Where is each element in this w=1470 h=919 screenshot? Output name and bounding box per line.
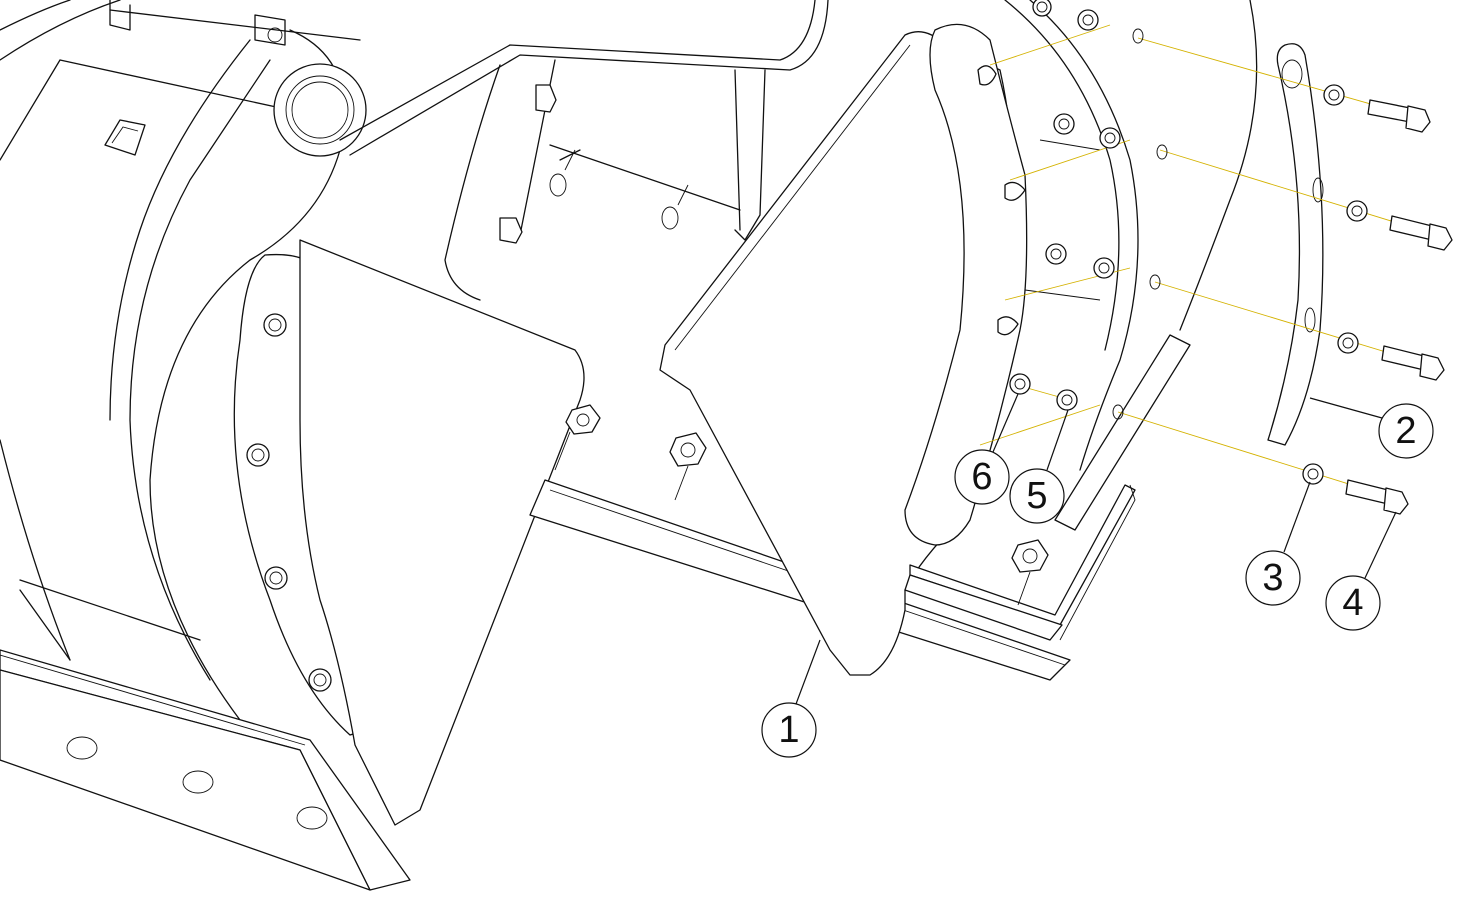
washer-item-5 (1056, 389, 1078, 411)
callout-5: 5 (1009, 468, 1065, 524)
callout-label: 1 (778, 709, 799, 751)
assembly-guide-lines (979, 24, 1441, 501)
callout-1: 1 (761, 702, 817, 758)
hex-nut (1011, 539, 1049, 573)
callout-label: 6 (971, 456, 992, 498)
washer-item-3 (1302, 463, 1324, 485)
callout-label: 3 (1262, 557, 1283, 599)
hex-bolt (246, 443, 270, 467)
hex-nut-item-6 (1009, 373, 1031, 395)
callout-4: 4 (1325, 575, 1381, 631)
bucket-body (0, 0, 367, 721)
hex-bolt (263, 313, 287, 337)
callout-3: 3 (1245, 550, 1301, 606)
hardware-row-3 (1045, 243, 1445, 381)
curved-plate (904, 23, 1028, 546)
callout-label: 5 (1026, 475, 1047, 517)
leader-lines (795, 393, 1397, 705)
bolt-item-4 (1345, 479, 1409, 515)
hex-nut (565, 404, 601, 435)
wear-strip (1004, 0, 1258, 531)
pivot-boss (273, 63, 367, 157)
hardware-row-1 (1032, 0, 1431, 133)
hex-bolt (264, 566, 288, 590)
callout-6: 6 (954, 449, 1010, 505)
hardware-row-4 (1009, 373, 1409, 515)
side-plate-left (299, 239, 585, 826)
callout-label: 2 (1395, 410, 1416, 452)
cutting-edge-left (0, 649, 411, 891)
hex-nut (669, 432, 707, 467)
hardware-row-2 (1053, 113, 1453, 251)
hex-bolt (308, 668, 332, 692)
callout-label: 4 (1342, 582, 1363, 624)
callout-2: 2 (1378, 403, 1434, 459)
wear-plate-item-2 (1267, 43, 1324, 446)
cutting-edge-right (904, 484, 1136, 641)
